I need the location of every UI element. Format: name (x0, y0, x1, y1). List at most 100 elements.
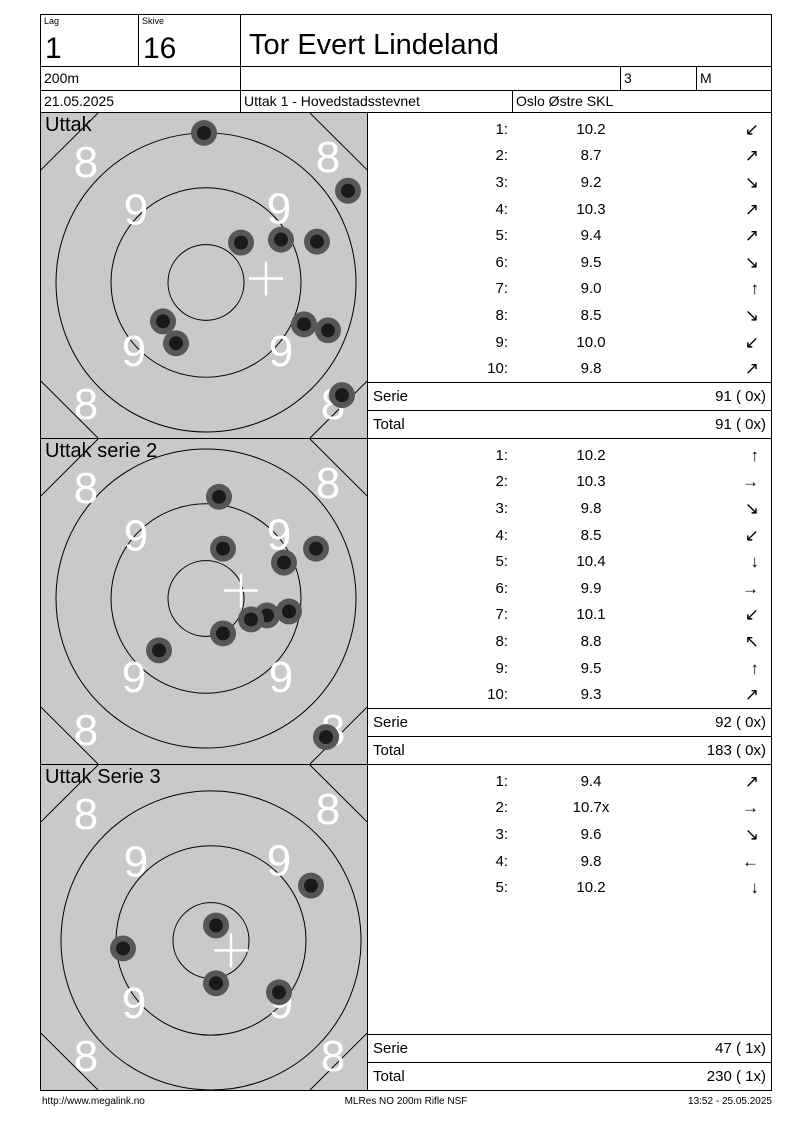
shot-hole-center (152, 643, 166, 658)
shot-hole-center (156, 314, 170, 329)
shot-direction-arrow: → (742, 798, 759, 818)
shot-hole-center (116, 941, 130, 956)
class-number-cell: 3 (621, 67, 697, 90)
shooter-name: Tor Evert Lindeland (249, 29, 499, 61)
target-ring (110, 187, 302, 378)
distance-cell: 200m (41, 67, 241, 90)
shot-direction-arrow: ↘ (744, 252, 759, 272)
shot-number: 6: (495, 253, 508, 271)
ring-number: 9 (124, 838, 148, 887)
shot-number: 5: (495, 553, 508, 571)
ring-number: 8 (74, 1032, 98, 1081)
shot-direction-arrow: ↘ (744, 305, 759, 325)
empty-cell (241, 67, 621, 90)
shot-row: 1:9.4↗ (368, 768, 771, 795)
shot-value: 10.2 (576, 120, 606, 138)
shot-direction-arrow: ↗ (744, 226, 759, 246)
target-ring (167, 244, 245, 321)
shot-row: 8:8.5↘ (368, 302, 771, 329)
shot-hole-center (304, 878, 318, 893)
shot-value: 8.5 (580, 526, 602, 544)
shot-direction-arrow: ↙ (744, 332, 759, 352)
shot-direction-arrow: ↘ (744, 824, 759, 844)
shot-direction-arrow: → (742, 472, 759, 492)
shot-hole-center (272, 985, 286, 1000)
shot-hole-center (335, 388, 349, 403)
ring-number: 9 (267, 837, 291, 886)
serie-label: Serie (373, 1040, 409, 1057)
shot-row: 2:10.7x→ (368, 795, 771, 822)
shot-row: 9:10.0↙ (368, 329, 771, 356)
shot-hole-center (234, 235, 248, 250)
shot-number: 3: (495, 499, 508, 517)
lag-cell: Lag 1 (41, 15, 139, 66)
serie-value: 47 ( 1x) (715, 1040, 766, 1057)
shot-direction-arrow: ↖ (744, 631, 759, 651)
shot-row: 3:9.8↘ (368, 495, 771, 522)
shot-value: 10.4 (576, 553, 606, 571)
aiming-cross (249, 261, 283, 296)
shot-direction-arrow: ↗ (744, 685, 759, 705)
header-row-2: 200m 3 M (41, 67, 771, 91)
series-title: Uttak Serie 3 (45, 766, 161, 788)
shots-table-3: 1:9.4↗2:10.7x→3:9.6↘4:9.8←5:10.2↓ Serie … (367, 765, 771, 1090)
shot-number: 2: (495, 473, 508, 491)
shot-hole-center (216, 626, 230, 641)
shot-value: 9.4 (580, 772, 602, 790)
shot-rows: 1:10.2↑2:10.3→3:9.8↘4:8.5↙5:10.4↓6:9.9→7… (368, 439, 771, 708)
shot-row: 2: 10.3 → (368, 469, 771, 496)
shot-number: 8: (495, 306, 508, 324)
shot-value: 10.3 (576, 473, 606, 491)
shot-row: 7:9.0↑ (368, 276, 771, 303)
shot-hole-center (212, 489, 226, 504)
event-name-cell: Uttak 1 - Hovedstadsstevnet (241, 91, 513, 112)
shot-value: 9.8 (580, 499, 602, 517)
target-ring (55, 448, 357, 749)
shot-value: 10.7x (572, 799, 610, 817)
total-sum-row: Total 230 ( 1x) (368, 1062, 771, 1090)
footer-program-name: MLRes NO 200m Rifle NSF (344, 1096, 468, 1107)
skive-cell: Skive 16 (139, 15, 241, 66)
shot-row: 7:10.1↙ (368, 602, 771, 629)
shot-value: 9.2 (580, 173, 602, 191)
shot-hole-center (310, 234, 324, 249)
shot-row: 4:9.8← (368, 848, 771, 875)
shot-row: 8:8.8↖ (368, 628, 771, 655)
serie-value: 92 ( 0x) (715, 714, 766, 731)
target-ring (167, 560, 245, 637)
shot-number: 1: (495, 120, 508, 138)
shot-row: 6:9.9→ (368, 575, 771, 602)
shot-value: 9.8 (580, 360, 602, 378)
shot-row: 10:9.3↗ (368, 681, 771, 708)
shot-hole-center (274, 232, 288, 247)
shot-number: 5: (495, 879, 508, 897)
shot-number: 4: (495, 200, 508, 218)
club-cell: Oslo Østre SKL (516, 93, 614, 109)
shot-value: 9.5 (580, 659, 602, 677)
shot-row: 4:8.5↙ (368, 522, 771, 549)
shot-row: 5:10.2↓ (368, 874, 771, 901)
shot-hole-center (197, 125, 211, 140)
skive-value: 16 (143, 32, 177, 65)
total-sum-row: Total 183 ( 0x) (368, 736, 771, 764)
shot-value: 9.9 (580, 579, 602, 597)
shot-value: 10.2 (576, 879, 606, 897)
shot-rows: 1:10.2↙2:8.7↗3:9.2↘4:10.3↗5:9.4↗6:9.5↘7:… (368, 113, 771, 382)
shot-number: 4: (495, 526, 508, 544)
total-label: Total (373, 1068, 405, 1085)
shot-hole-center (319, 730, 333, 745)
lag-label: Lag (44, 16, 60, 26)
shot-value: 10.1 (576, 606, 606, 624)
shot-number: 4: (495, 852, 508, 870)
shot-row: 1:10.2↙ (368, 116, 771, 143)
shot-row: 2:8.7↗ (368, 143, 771, 170)
serie-label: Serie (373, 714, 409, 731)
target-ring (60, 790, 362, 1090)
shot-row: 10:9.8↗ (368, 355, 771, 382)
lag-value: 1 (45, 32, 62, 65)
